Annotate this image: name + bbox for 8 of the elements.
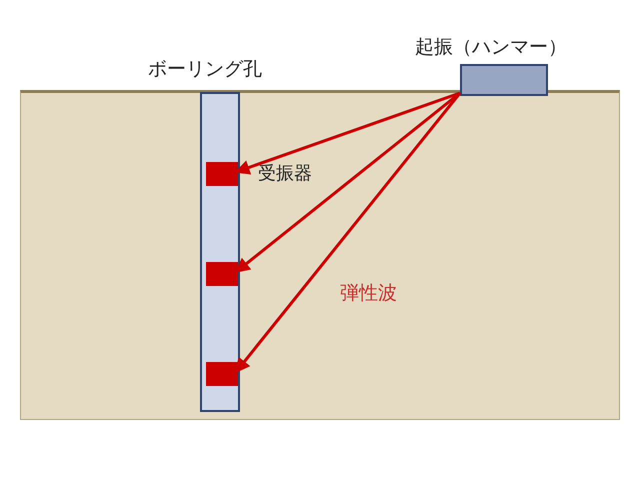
hammer-label: 起振（ハンマー） — [415, 35, 567, 60]
receiver-block — [206, 162, 238, 186]
receiver-label: 受振器 — [258, 162, 312, 185]
wave-arrow — [234, 92, 462, 374]
wave-label: 弾性波 — [340, 281, 397, 306]
receiver-block — [206, 362, 238, 386]
receiver-block — [206, 262, 238, 286]
borehole-label: ボーリング孔 — [148, 57, 262, 82]
